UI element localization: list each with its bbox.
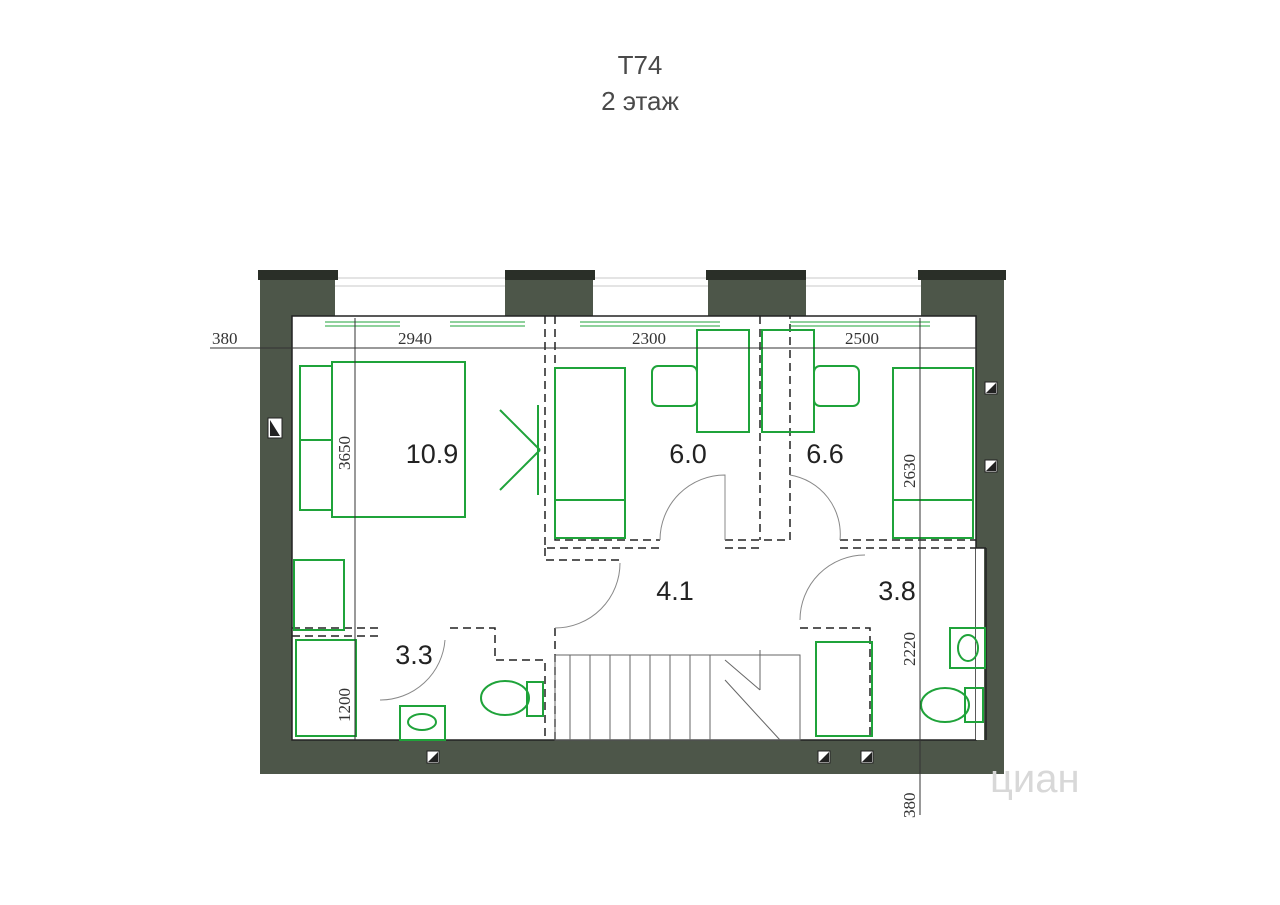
dimension-lines	[210, 318, 976, 815]
dim-wall-bottom: 380	[900, 793, 919, 819]
dim-bath1-depth: 1200	[335, 688, 354, 722]
door-swings	[379, 474, 866, 701]
wall-markers	[267, 381, 998, 764]
radiators	[325, 321, 930, 327]
sink-2	[949, 627, 986, 669]
partitions	[292, 316, 976, 740]
stairs	[554, 650, 801, 741]
shower-2	[815, 641, 873, 737]
room-area-hall: 4.1	[656, 576, 694, 606]
room-area-bedroom-1: 10.9	[406, 439, 459, 469]
walls	[258, 270, 1006, 774]
dim-wall-left: 380	[212, 329, 238, 348]
room-area-bedroom-2: 6.0	[669, 439, 707, 469]
furniture	[293, 329, 986, 741]
dim-room3-depth: 2630	[900, 454, 919, 488]
dim-room1-depth: 3650	[335, 436, 354, 470]
room-area-bathroom-1: 3.3	[395, 640, 433, 670]
toilet-1	[480, 680, 530, 716]
dim-room2-width: 2300	[632, 329, 666, 348]
dim-room1-width: 2940	[398, 329, 432, 348]
dim-room3-width: 2500	[845, 329, 879, 348]
dim-bath2-depth: 2220	[900, 632, 919, 666]
watermark: циан	[990, 757, 1080, 801]
shower-1	[295, 639, 357, 737]
room-area-bathroom-2: 3.8	[878, 576, 916, 606]
room-area-bedroom-3: 6.6	[806, 439, 844, 469]
sink-1	[399, 705, 446, 741]
plan-title: T74	[617, 50, 663, 80]
plan-subtitle: 2 этаж	[601, 86, 679, 116]
toilet-2	[920, 687, 970, 723]
